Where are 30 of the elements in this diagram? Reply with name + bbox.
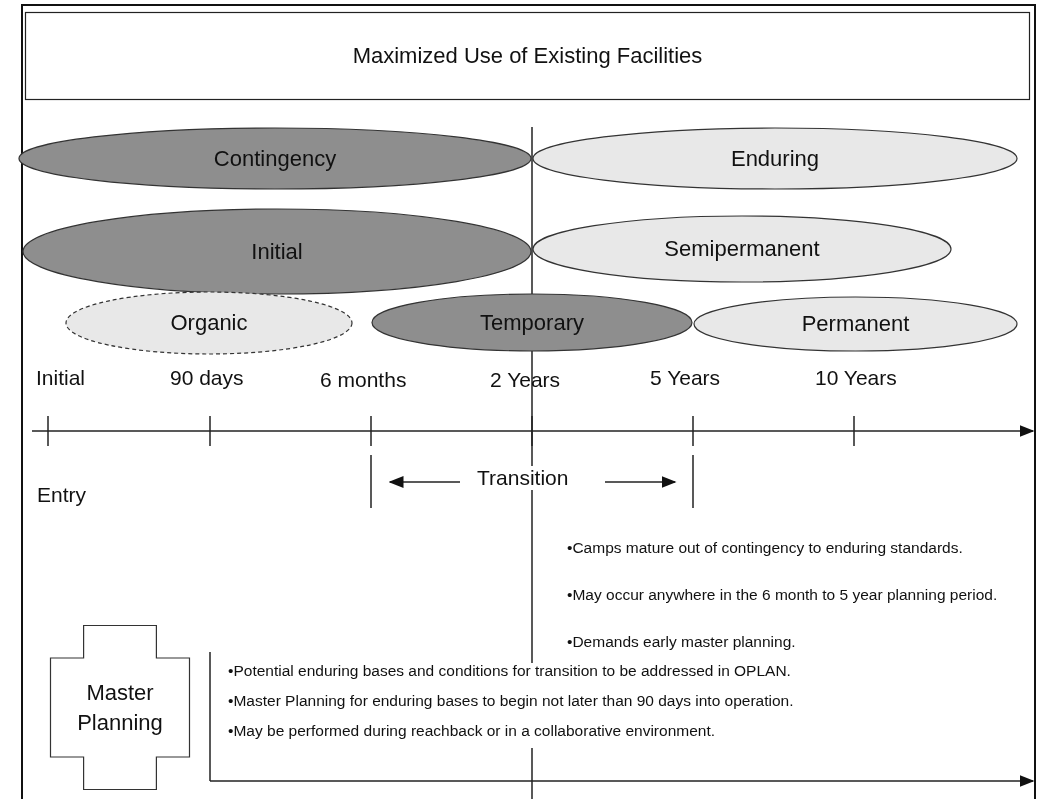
node-label: Master Planning (76, 678, 164, 737)
node-label: Enduring (730, 145, 820, 172)
phase-ellipse (532, 215, 952, 283)
phase-ellipse (18, 127, 532, 190)
tick-label: 5 Years (650, 366, 721, 390)
node-label: Maximized Use of Existing Facilities (352, 43, 703, 69)
node-label: Organic (170, 310, 248, 336)
tick-label: 6 months (320, 368, 407, 392)
phase-ellipse (371, 293, 693, 352)
title-box (25, 12, 1030, 100)
cross-shape (50, 625, 190, 790)
bullet-text: •Camps mature out of contingency to enduring standards. (567, 538, 964, 557)
phase-ellipse (693, 296, 1018, 352)
phase-ellipse (22, 208, 532, 295)
node-label: Contingency (213, 145, 337, 172)
node-label: Permanent (801, 311, 910, 337)
bullet-text: •Potential enduring bases and conditions for transition to be addressed in OPLAN. (228, 661, 792, 680)
tick-label: Initial (36, 366, 86, 390)
phase-ellipse (532, 127, 1018, 190)
bullet-text: •Master Planning for enduring bases to begin not later than 90 days into operation. (228, 691, 795, 710)
node-label: Temporary (480, 309, 584, 336)
bullet-text: •May be performed during reachback or in a collaborative environment. (228, 721, 717, 740)
bullet-text: •May occur anywhere in the 6 month to 5 year planning period. (567, 585, 999, 604)
phase-ellipse (65, 291, 353, 355)
axis-label: Entry (37, 483, 86, 507)
tick-label: 90 days (170, 366, 244, 390)
node-label: Semipermanent (664, 236, 820, 262)
tick-label: 10 Years (815, 366, 897, 390)
bullet-text: •Demands early master planning. (567, 632, 797, 651)
node-label: Initial (251, 238, 303, 265)
